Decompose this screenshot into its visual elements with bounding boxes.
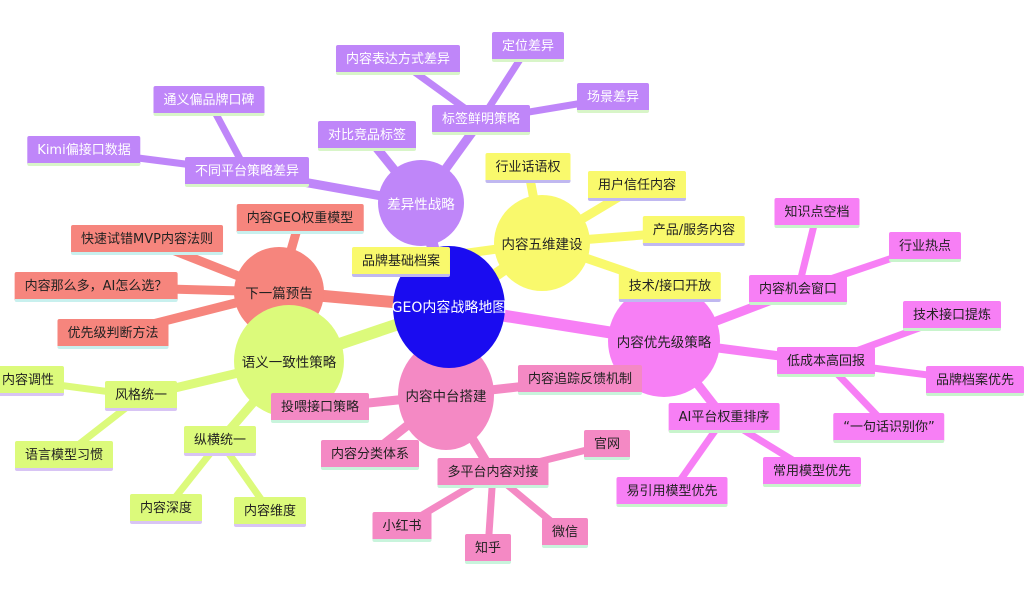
topic-classification[interactable]: 内容分类体系 — [320, 440, 420, 470]
subtopic-content-dimension[interactable]: 内容维度 — [233, 497, 307, 527]
topic-feeding-interface[interactable]: 投喂接口策略 — [270, 393, 370, 423]
subtopic-scenario-difference[interactable]: 场景差异 — [576, 83, 650, 113]
topic-style-unity[interactable]: 风格统一 — [104, 381, 178, 411]
branch-five-dimension[interactable]: 内容五维建设 — [494, 195, 590, 291]
subtopic-wechat[interactable]: 微信 — [541, 518, 589, 548]
subtopic-citable-model-first[interactable]: 易引用模型优先 — [616, 477, 728, 507]
topic-ai-choice[interactable]: 内容那么多，AI怎么选？ — [14, 272, 178, 302]
branch-differentiation-strategy[interactable]: 差异性战略 — [378, 160, 464, 246]
subtopic-tongyi[interactable]: 通义偏品牌口碑 — [153, 86, 265, 116]
subtopic-content-tone[interactable]: 内容调性 — [0, 366, 65, 396]
topic-ai-platform-ranking[interactable]: AI平台权重排序 — [668, 403, 780, 433]
subtopic-expression-difference[interactable]: 内容表达方式差异 — [335, 45, 461, 75]
subtopic-kimi[interactable]: Kimi偏接口数据 — [27, 136, 141, 166]
topic-brand-archive[interactable]: 品牌基础档案 — [351, 247, 451, 277]
subtopic-xiaohongshu[interactable]: 小红书 — [372, 512, 432, 542]
topic-multi-platform[interactable]: 多平台内容对接 — [437, 458, 549, 488]
subtopic-zhihu[interactable]: 知乎 — [464, 534, 512, 564]
topic-vertical-horizontal[interactable]: 纵横统一 — [183, 426, 257, 456]
subtopic-tech-interface-refine[interactable]: 技术接口提炼 — [902, 301, 1002, 331]
topic-user-trust[interactable]: 用户信任内容 — [587, 171, 687, 201]
topic-competitor-tags[interactable]: 对比竞品标签 — [317, 121, 417, 151]
subtopic-industry-hotspot[interactable]: 行业热点 — [888, 232, 962, 262]
topic-opportunity-window[interactable]: 内容机会窗口 — [748, 275, 848, 305]
topic-geo-weight-model[interactable]: 内容GEO权重模型 — [236, 204, 364, 234]
topic-tech-interface[interactable]: 技术/接口开放 — [618, 272, 722, 302]
topic-product-service[interactable]: 产品/服务内容 — [642, 216, 746, 246]
topic-priority-method[interactable]: 优先级判断方法 — [57, 319, 169, 349]
topic-industry-voice[interactable]: 行业话语权 — [485, 153, 571, 183]
subtopic-one-sentence[interactable]: “一句话识别你” — [833, 413, 945, 443]
topic-mvp-rule[interactable]: 快速试错MVP内容法则 — [71, 225, 223, 255]
subtopic-official-site[interactable]: 官网 — [583, 430, 631, 460]
subtopic-brand-archive-first[interactable]: 品牌档案优先 — [925, 366, 1024, 396]
subtopic-knowledge-gap[interactable]: 知识点空档 — [774, 198, 860, 228]
subtopic-content-depth[interactable]: 内容深度 — [129, 494, 203, 524]
topic-label-strategy[interactable]: 标签鲜明策略 — [431, 105, 531, 135]
subtopic-positioning-difference[interactable]: 定位差异 — [491, 32, 565, 62]
topic-low-cost-high-return[interactable]: 低成本高回报 — [776, 347, 876, 377]
topic-feedback-mechanism[interactable]: 内容追踪反馈机制 — [517, 365, 643, 395]
subtopic-common-model-first[interactable]: 常用模型优先 — [762, 457, 862, 487]
subtopic-llm-habit[interactable]: 语言模型习惯 — [14, 441, 114, 471]
topic-platform-differences[interactable]: 不同平台策略差异 — [184, 157, 310, 187]
